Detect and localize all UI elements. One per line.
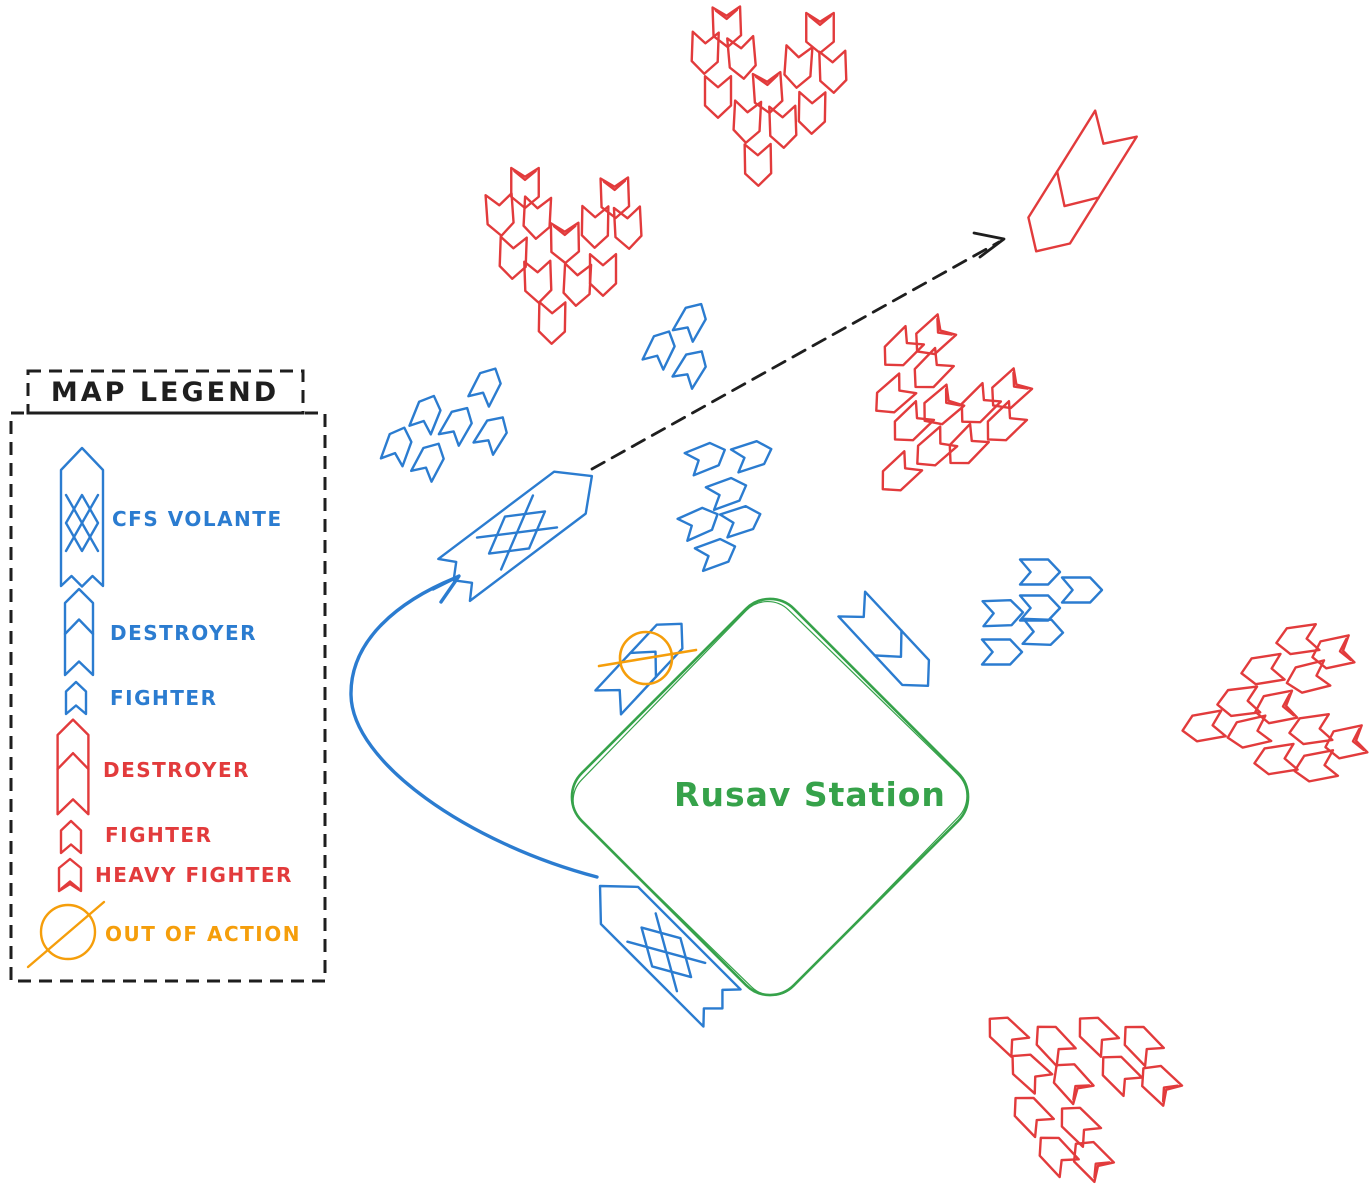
ship-red-fighter[interactable]: [497, 235, 529, 281]
legend-icon-blue-destroyer: [63, 587, 95, 677]
legend-label-red-heavy-fighter: HEAVY FIGHTER: [95, 863, 293, 887]
ship-blue-volante[interactable]: [579, 865, 743, 1029]
ship-red-heavy[interactable]: [914, 383, 966, 433]
ship-blue-fighter[interactable]: [472, 409, 514, 457]
ship-red-heavy[interactable]: [982, 366, 1034, 418]
ship-red-heavy[interactable]: [751, 70, 785, 116]
ship-red-fighter[interactable]: [731, 98, 763, 146]
ship-blue-fighter[interactable]: [704, 472, 752, 512]
ship-blue-fighter[interactable]: [683, 437, 731, 477]
ship-red-fighter[interactable]: [1250, 742, 1300, 778]
legend-title: MAP LEGEND: [51, 377, 279, 408]
legend-label-red-destroyer: DESTROYER: [103, 758, 250, 782]
ship-blue-fighter[interactable]: [729, 436, 777, 474]
ship-red-heavy[interactable]: [1251, 689, 1299, 727]
ship-blue-fighter[interactable]: [671, 343, 713, 391]
ship-red-fighter[interactable]: [703, 74, 733, 120]
ship-blue-fighter[interactable]: [1018, 594, 1062, 622]
rusav-station-boundary[interactable]: [558, 585, 982, 1009]
ship-blue-fighter[interactable]: [718, 501, 766, 539]
ship-red-fighter[interactable]: [866, 371, 918, 423]
attack-vector-arrowhead: [972, 231, 1006, 259]
attack-vector-arrow[interactable]: [590, 240, 1001, 471]
ship-red-fighter[interactable]: [537, 300, 567, 346]
volante-movement-arrow[interactable]: [349, 576, 599, 879]
legend-label-out-of-action: OUT OF ACTION: [105, 922, 301, 946]
legend-body-box[interactable]: [9, 411, 327, 983]
ship-blue-fighter[interactable]: [437, 400, 479, 448]
ship-blue-fighter[interactable]: [379, 422, 417, 468]
legend-icon-red-destroyer: [56, 718, 90, 816]
ship-red-heavy[interactable]: [549, 221, 581, 265]
ship-blue-fighter[interactable]: [641, 325, 681, 371]
map-legend: MAP LEGEND CFS VOLANTE DESTROYER FIGHTER…: [9, 369, 327, 983]
legend-icon-out-of-action: [28, 902, 104, 967]
ships-layer: [379, 5, 1369, 1184]
legend-icon-cfs-volante: [59, 446, 105, 588]
ship-red-fighter[interactable]: [939, 422, 991, 474]
ship-blue-fighter[interactable]: [981, 598, 1025, 628]
ship-red-heavy[interactable]: [1308, 633, 1356, 673]
legend-label-blue-destroyer: DESTROYER: [110, 621, 257, 645]
ship-red-fighter[interactable]: [1290, 748, 1340, 786]
ship-blue-fighter[interactable]: [467, 362, 507, 408]
legend-label-red-fighter: FIGHTER: [105, 823, 212, 847]
out-of-action-marker[interactable]: [597, 630, 698, 686]
legend-icon-red-heavy-fighter: [57, 857, 83, 893]
ship-red-fighter[interactable]: [1237, 652, 1287, 688]
ship-red-fighter[interactable]: [743, 142, 773, 188]
out-of-action-circle: [618, 630, 674, 686]
ship-red-fighter[interactable]: [561, 261, 593, 309]
legend-icon-blue-fighter: [64, 680, 88, 716]
legend-label-blue-fighter: FIGHTER: [110, 686, 217, 710]
ship-red-fighter[interactable]: [767, 104, 799, 150]
rusav-station: Rusav Station: [558, 585, 982, 1009]
ship-red-destroyer[interactable]: [1015, 111, 1136, 265]
ship-red-fighter[interactable]: [1223, 714, 1273, 752]
ship-red-fighter[interactable]: [612, 204, 644, 252]
legend-title-box[interactable]: [26, 369, 305, 415]
ship-red-fighter[interactable]: [817, 49, 849, 95]
ship-blue-destroyer[interactable]: [836, 590, 943, 700]
ship-blue-fighter[interactable]: [671, 296, 713, 344]
ship-red-fighter[interactable]: [588, 252, 618, 298]
ship-red-fighter[interactable]: [782, 43, 814, 91]
ship-red-fighter[interactable]: [1214, 685, 1262, 719]
ship-red-fighter[interactable]: [521, 194, 553, 242]
rusav-station-boundary-echo: [572, 600, 968, 996]
ship-blue-fighter[interactable]: [980, 638, 1024, 666]
ship-blue-fighter[interactable]: [693, 533, 741, 573]
ship-red-heavy[interactable]: [1064, 1132, 1116, 1184]
ship-red-fighter[interactable]: [484, 191, 516, 239]
legend-icon-red-fighter: [59, 819, 83, 855]
rusav-station-label: Rusav Station: [674, 775, 946, 814]
arrows-layer: [349, 231, 1006, 879]
out-of-action-slash: [597, 648, 698, 668]
ship-blue-fighter[interactable]: [409, 436, 451, 484]
ship-red-fighter[interactable]: [884, 399, 936, 451]
ship-blue-fighter[interactable]: [1021, 617, 1065, 647]
ship-red-fighter[interactable]: [522, 259, 554, 305]
ship-red-fighter[interactable]: [979, 1007, 1031, 1059]
volante-movement-arrowhead: [431, 574, 461, 604]
ship-blue-volante[interactable]: [436, 453, 610, 603]
ship-red-heavy[interactable]: [1132, 1056, 1184, 1108]
ship-blue-fighter[interactable]: [408, 390, 446, 436]
ship-red-fighter[interactable]: [951, 381, 1003, 433]
ship-red-fighter[interactable]: [872, 449, 924, 501]
ship-red-fighter[interactable]: [1178, 709, 1228, 745]
ship-red-fighter[interactable]: [1273, 622, 1321, 658]
ship-red-fighter[interactable]: [797, 90, 827, 136]
ship-blue-fighter[interactable]: [1060, 576, 1104, 604]
ship-red-heavy[interactable]: [804, 11, 836, 55]
ship-red-fighter[interactable]: [1069, 1007, 1121, 1059]
legend-label-cfs-volante: CFS VOLANTE: [112, 507, 283, 531]
ship-red-fighter[interactable]: [1004, 1087, 1056, 1139]
ship-red-fighter[interactable]: [580, 204, 610, 250]
ship-blue-fighter[interactable]: [1018, 558, 1062, 586]
